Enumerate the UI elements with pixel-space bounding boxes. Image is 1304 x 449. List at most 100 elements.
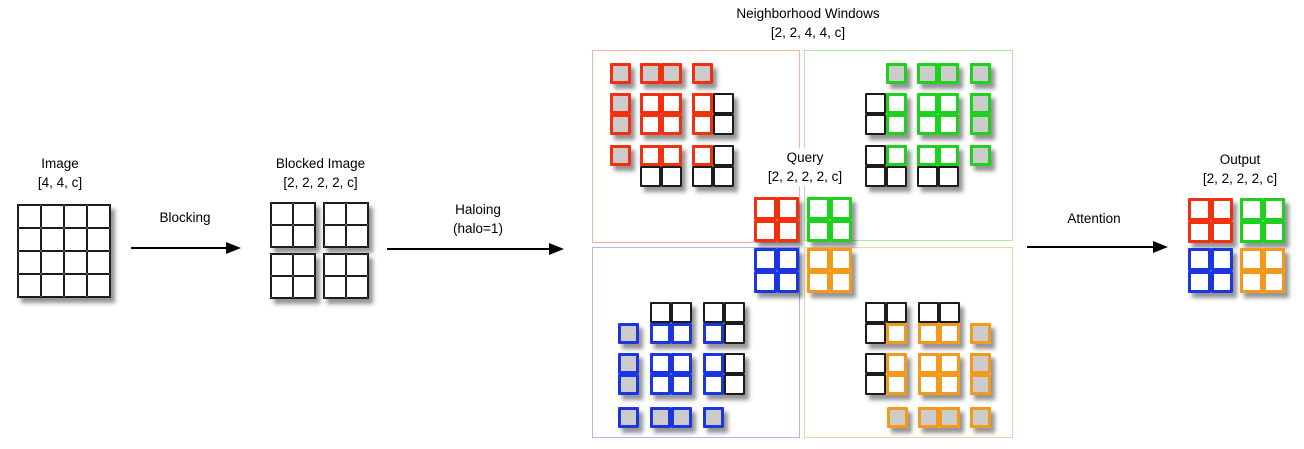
window-top-right-group-7-cell	[886, 166, 907, 187]
output-grid-red-cell	[1188, 198, 1211, 221]
window-bottom-left-group-9	[703, 407, 724, 428]
blocked-grid-1-cell	[271, 203, 293, 225]
image-grid-cell	[87, 205, 110, 228]
image-grid-cell	[64, 274, 87, 297]
output-grid-green-cell	[1262, 198, 1285, 221]
window-bottom-right-group-5-cell	[939, 353, 960, 374]
window-top-left-group-5-cell	[661, 93, 682, 114]
window-bottom-right-group-8-cell	[918, 407, 939, 428]
window-bottom-left-group-6-cell	[703, 374, 724, 395]
window-top-left-group-9-cell	[713, 145, 734, 166]
window-top-right-group-5-cell	[917, 114, 938, 135]
image-shape: [4, 4, c]	[37, 175, 83, 190]
window-top-right-group-7-cell	[865, 166, 886, 187]
window-top-left-group-3-cell	[692, 63, 713, 84]
window-bottom-right-group-6	[970, 353, 991, 395]
window-bottom-left-group-6	[703, 353, 745, 395]
query-grid-blue	[754, 248, 799, 293]
window-bottom-left-group-6-cell	[724, 353, 745, 374]
image-grid	[17, 204, 111, 298]
window-top-left-group-6	[692, 93, 734, 135]
neighborhood-windows-title: Neighborhood Windows	[736, 6, 880, 21]
output-title: Output	[1219, 152, 1261, 167]
image-grid-cell	[18, 274, 41, 297]
blocked-grid-3-cell	[293, 276, 315, 298]
window-bottom-left-group-3-cell	[703, 323, 724, 344]
image-title: Image	[41, 156, 79, 171]
window-bottom-right-group-1-cell	[865, 323, 886, 344]
image-grid-cell	[41, 251, 64, 274]
window-top-left-group-7	[610, 145, 631, 166]
window-top-left-group-5-cell	[640, 114, 661, 135]
window-top-left-group-2	[640, 63, 682, 84]
blocking-arrow-line	[131, 247, 228, 249]
window-top-right-group-7-cell	[886, 145, 907, 166]
window-bottom-left-group-8	[650, 407, 692, 428]
window-bottom-left-group-9-cell	[703, 407, 724, 428]
window-top-left-group-9-cell	[692, 166, 713, 187]
blocked-grid-1-cell	[293, 203, 315, 225]
window-bottom-right-group-1-cell	[886, 302, 907, 323]
output-grid-red	[1188, 198, 1233, 243]
image-grid-cell	[18, 251, 41, 274]
window-top-right-group-8-cell	[917, 166, 938, 187]
output-label: Output [2, 2, 2, 2, c]	[1190, 150, 1290, 188]
window-bottom-left-group-5-cell	[650, 374, 671, 395]
blocked-grid-1	[270, 202, 316, 248]
output-grid-orange-cell	[1240, 270, 1263, 293]
window-bottom-right-group-9-cell	[970, 407, 991, 428]
window-bottom-left-group-4-cell	[618, 353, 639, 374]
window-bottom-left-group-4	[618, 353, 639, 395]
blocked-grid-2-cell	[324, 203, 346, 225]
window-bottom-left-group-2-cell	[671, 323, 692, 344]
query-grid-red-cell	[776, 219, 799, 242]
output-grid-green	[1240, 198, 1285, 243]
blocking-arrowhead-icon	[226, 242, 241, 254]
window-top-right-group-3	[970, 63, 991, 84]
window-top-left-group-1	[610, 63, 631, 84]
window-bottom-right-group-7	[887, 407, 908, 428]
window-top-left-group-8	[640, 145, 682, 187]
query-grid-red-cell	[754, 197, 777, 220]
blocked-grid-2-cell	[346, 225, 368, 247]
window-top-left-group-5-cell	[640, 93, 661, 114]
window-bottom-right-group-3-cell	[970, 323, 991, 344]
query-grid-red-cell	[754, 219, 777, 242]
window-top-right-group-7	[865, 145, 907, 187]
window-bottom-left-group-8-cell	[650, 407, 671, 428]
blocked-image-title: Blocked Image	[275, 156, 366, 171]
window-top-left-group-4-cell	[610, 93, 631, 114]
window-top-left-group-8-cell	[661, 145, 682, 166]
output-grid-green-cell	[1240, 198, 1263, 221]
window-bottom-right-group-8-cell	[939, 407, 960, 428]
image-grid-cell	[41, 205, 64, 228]
image-grid-cell	[64, 205, 87, 228]
output-grid-red-cell	[1210, 198, 1233, 221]
window-top-right-group-2-cell	[938, 63, 959, 84]
window-top-right-group-4-cell	[886, 114, 907, 135]
window-bottom-left-group-3-cell	[724, 302, 745, 323]
window-bottom-left-group-5	[650, 353, 692, 395]
window-top-left-group-4-cell	[610, 114, 631, 135]
output-grid-blue-cell	[1188, 248, 1211, 271]
window-top-left-group-9	[692, 145, 734, 187]
window-top-left-group-6-cell	[692, 114, 713, 135]
query-grid-green	[807, 197, 852, 242]
window-bottom-right-group-3	[970, 323, 991, 344]
window-top-left-group-1-cell	[610, 63, 631, 84]
window-top-right-group-4-cell	[886, 93, 907, 114]
window-bottom-right-group-2-cell	[939, 323, 960, 344]
blocked-grid-3-cell	[271, 276, 293, 298]
blocked-grid-3-cell	[271, 254, 293, 276]
haloing-label-text: Haloing	[455, 202, 501, 217]
window-bottom-right-group-1	[865, 302, 907, 344]
window-top-right-group-1	[886, 63, 907, 84]
attention-arrowhead-icon	[1153, 241, 1168, 253]
window-top-right-group-1-cell	[886, 63, 907, 84]
image-grid-cell	[87, 251, 110, 274]
window-bottom-left-group-2-cell	[650, 302, 671, 323]
window-bottom-left-group-2	[650, 302, 692, 344]
blocked-grid-4-cell	[346, 276, 368, 298]
blocked-grid-3	[270, 253, 316, 299]
window-bottom-left-group-5-cell	[650, 353, 671, 374]
